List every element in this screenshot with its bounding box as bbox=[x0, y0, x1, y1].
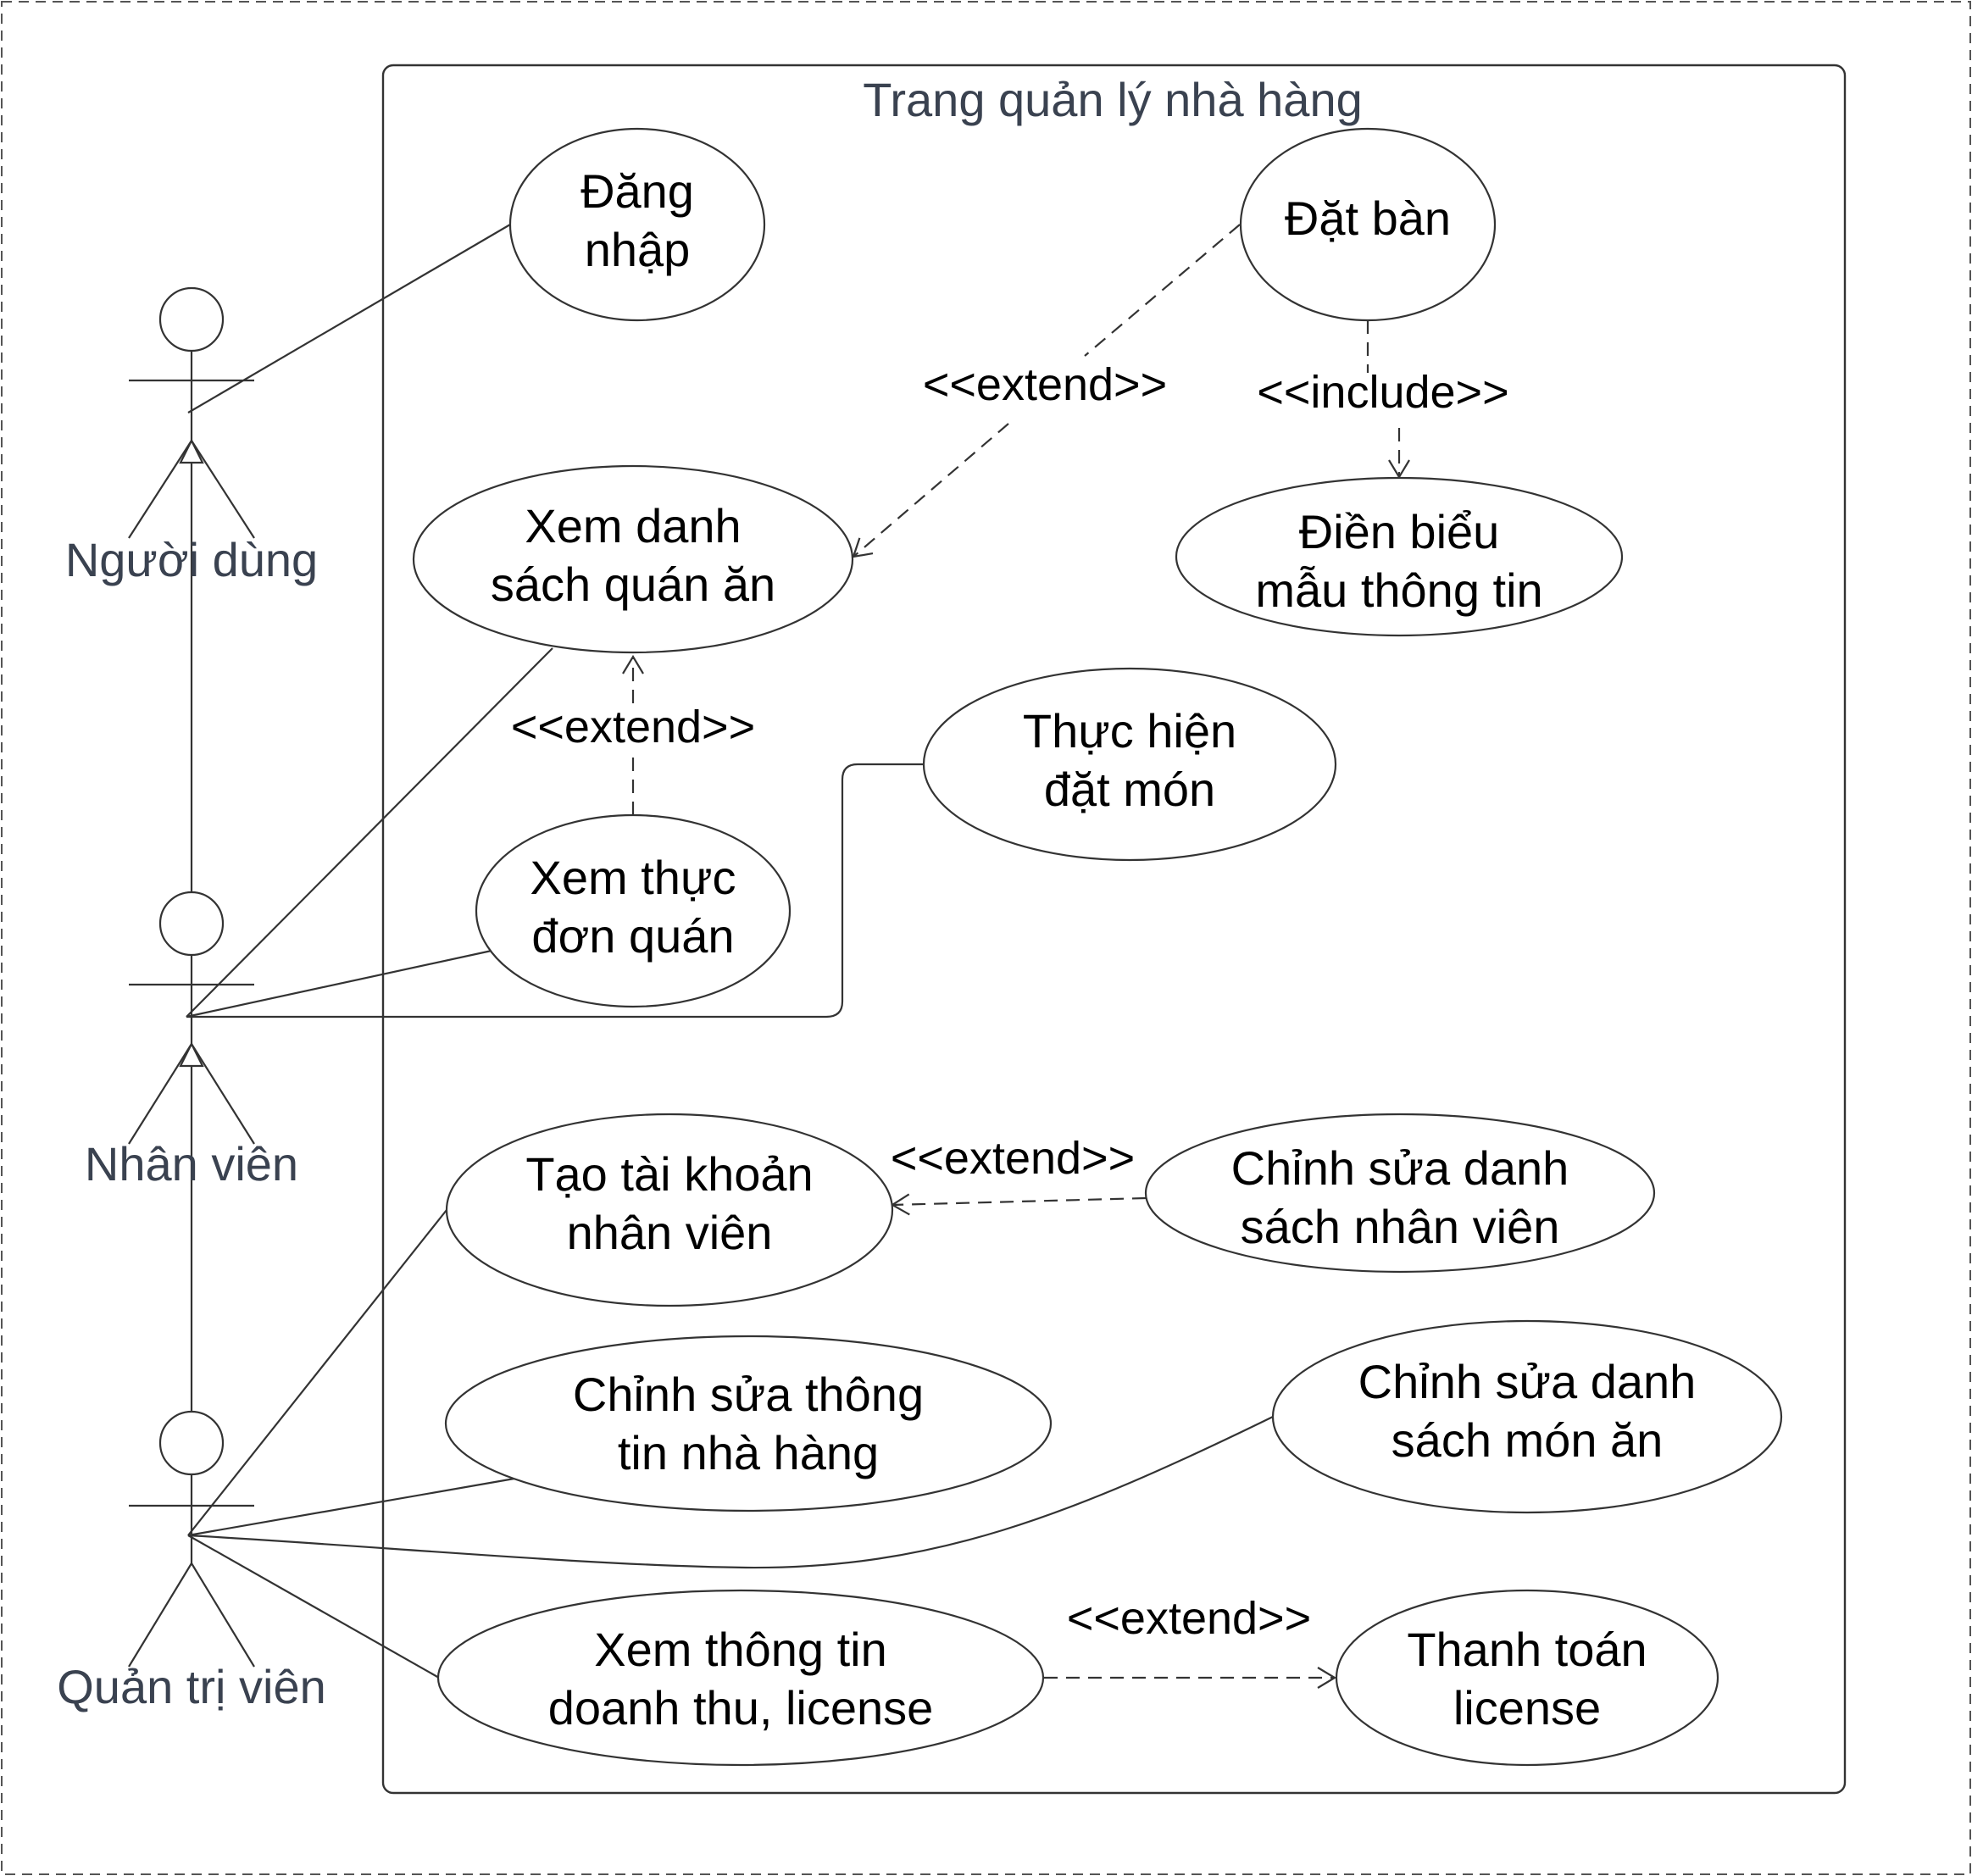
use-case-thanh-toan-license[interactable]: Thanh toán license bbox=[1335, 1589, 1719, 1767]
use-case-chinh-sua-ds-nhan-vien[interactable]: Chỉnh sửa danh sách nhân viên bbox=[1144, 1113, 1656, 1274]
svg-text:Xem thông tin: Xem thông tin bbox=[594, 1623, 887, 1676]
svg-text:sách nhân viên: sách nhân viên bbox=[1241, 1200, 1560, 1253]
extend-dat-ban-line-a bbox=[1084, 224, 1241, 357]
svg-text:đặt món: đặt món bbox=[1044, 763, 1215, 816]
use-case-xem-danh-sach-quan-an[interactable]: Xem danh sách quán ăn bbox=[412, 464, 854, 654]
generalization-arrowhead-1 bbox=[179, 438, 204, 464]
generalization-arrowhead-2 bbox=[179, 1041, 204, 1068]
use-case-dien-bieu-mau[interactable]: Điền biểu mẫu thông tin bbox=[1175, 476, 1624, 637]
svg-text:Đăng: Đăng bbox=[580, 164, 694, 218]
svg-text:nhập: nhập bbox=[585, 223, 691, 276]
actor-quan-tri-vien bbox=[128, 1410, 255, 1668]
actor-label-quan-tri-vien: Quản trị viên bbox=[57, 1660, 326, 1713]
use-case-dang-nhap[interactable]: Đăng nhập bbox=[508, 127, 766, 322]
actor-nguoi-dung bbox=[128, 286, 255, 539]
svg-text:đơn quán: đơn quán bbox=[531, 909, 734, 963]
actor-label-nguoi-dung: Người dùng bbox=[65, 533, 318, 586]
system-title: Trang quản lý nhà hàng bbox=[863, 73, 1362, 126]
svg-text:doanh thu, license: doanh thu, license bbox=[548, 1681, 934, 1734]
assoc-nhan-vien-xem-danh-sach bbox=[186, 647, 553, 1018]
svg-text:Xem thực: Xem thực bbox=[530, 851, 736, 904]
use-case-tao-tai-khoan-nhan-vien[interactable]: Tạo tài khoản nhân viên bbox=[445, 1113, 894, 1307]
svg-text:mẫu thông tin: mẫu thông tin bbox=[1255, 563, 1542, 617]
svg-text:sách quán ăn: sách quán ăn bbox=[491, 558, 775, 611]
assoc-nhan-vien-thuc-hien-dat-mon bbox=[186, 763, 924, 1018]
svg-text:Điền biểu: Điền biểu bbox=[1299, 505, 1500, 558]
svg-text:Thanh toán: Thanh toán bbox=[1407, 1623, 1647, 1676]
svg-text:tin nhà hàng: tin nhà hàng bbox=[618, 1426, 879, 1479]
assoc-nhan-vien-xem-thuc-don bbox=[186, 949, 492, 1018]
use-case-chinh-sua-ds-mon-an[interactable]: Chỉnh sửa danh sách món ăn bbox=[1271, 1319, 1783, 1514]
svg-text:Chỉnh sửa thông: Chỉnh sửa thông bbox=[573, 1368, 924, 1421]
svg-text:Tạo tài khoản: Tạo tài khoản bbox=[525, 1147, 813, 1201]
use-case-xem-doanh-thu-license[interactable]: Xem thông tin doanh thu, license bbox=[436, 1589, 1045, 1767]
svg-text:license: license bbox=[1453, 1681, 1601, 1734]
assoc-qtv-xem-doanh-thu bbox=[187, 1535, 440, 1679]
stereotype-extend-dat-ban: <<extend>> bbox=[923, 359, 1167, 410]
use-case-dat-ban[interactable]: Đặt bàn bbox=[1239, 127, 1497, 322]
stereotype-extend-thuc-don: <<extend>> bbox=[511, 702, 755, 752]
system-boundary bbox=[381, 64, 1847, 1795]
stereotype-extend-nhan-vien: <<extend>> bbox=[891, 1133, 1135, 1184]
svg-text:Chỉnh sửa danh: Chỉnh sửa danh bbox=[1358, 1355, 1697, 1408]
extend-nhan-vien-line bbox=[890, 1193, 1147, 1216]
actor-label-nhan-vien: Nhân viên bbox=[85, 1137, 298, 1191]
stereotype-extend-license: <<extend>> bbox=[1067, 1593, 1311, 1644]
actor-nhan-vien bbox=[128, 891, 255, 1145]
assoc-nguoi-dung-dang-nhap bbox=[187, 224, 511, 413]
svg-text:nhân viên: nhân viên bbox=[567, 1206, 773, 1259]
use-case-thuc-hien-dat-mon[interactable]: Thực hiện đặt món bbox=[922, 667, 1337, 862]
svg-text:Chỉnh sửa danh: Chỉnh sửa danh bbox=[1231, 1141, 1569, 1195]
assoc-qtv-chinh-sua-mon-an bbox=[187, 1416, 1274, 1569]
stereotype-include-dat-ban: <<include>> bbox=[1257, 367, 1508, 418]
svg-text:Thực hiện: Thực hiện bbox=[1023, 704, 1236, 758]
svg-text:Xem danh: Xem danh bbox=[525, 499, 741, 552]
svg-text:sách món ăn: sách món ăn bbox=[1392, 1413, 1664, 1467]
svg-text:Đặt bàn: Đặt bàn bbox=[1285, 191, 1451, 245]
assoc-qtv-tao-tai-khoan bbox=[187, 1209, 447, 1536]
use-case-chinh-sua-thong-tin-nha-hang[interactable]: Chỉnh sửa thông tin nhà hàng bbox=[444, 1335, 1053, 1512]
assoc-qtv-chinh-sua-nha-hang bbox=[187, 1477, 515, 1537]
extend-dat-ban-line-b bbox=[852, 423, 1009, 558]
use-case-xem-thuc-don-quan[interactable]: Xem thực đơn quán bbox=[475, 813, 792, 1008]
